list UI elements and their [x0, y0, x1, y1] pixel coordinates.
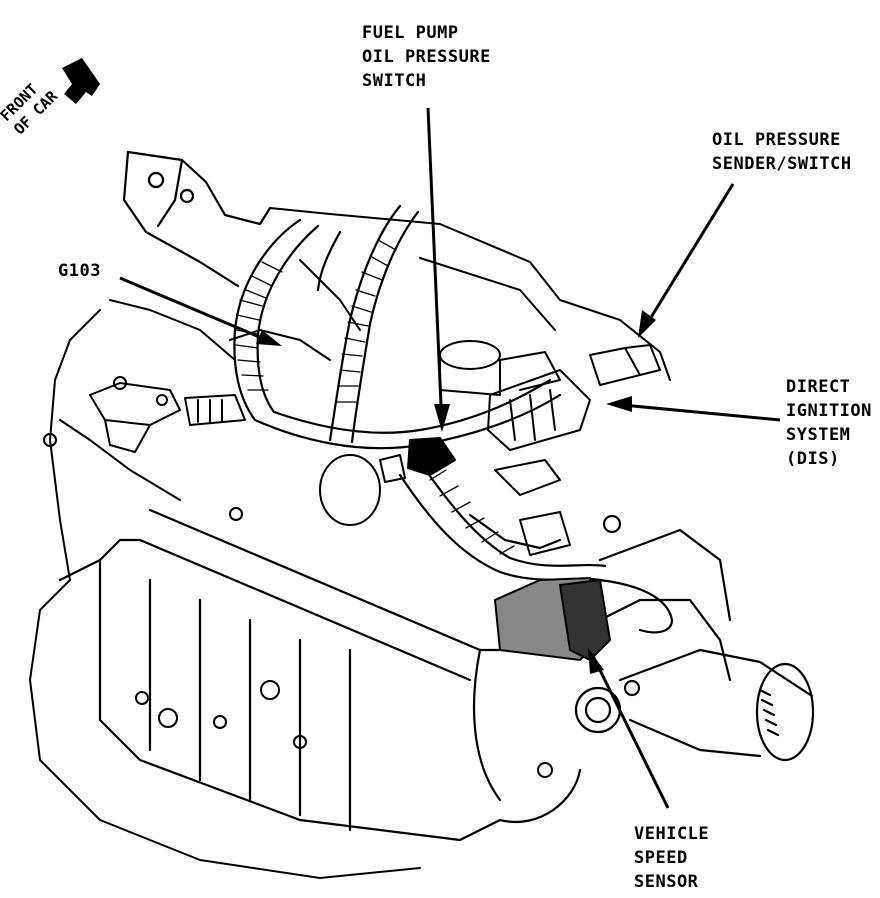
harness-ribs [235, 239, 515, 555]
dis-pointer [611, 402, 781, 422]
fuel-pump-oil-pressure-switch-label: FUEL PUMP OIL PRESSURE SWITCH [362, 23, 491, 91]
front-arrow-icon [62, 58, 100, 104]
left-sensor-bracket [89, 376, 246, 453]
output-shaft [574, 514, 815, 762]
dis-module [487, 369, 591, 556]
oil-pressure-sender-switch-label: OIL PRESSURE SENDER/SWITCH [712, 130, 852, 174]
callout-arrowheads [256, 310, 656, 674]
g103-pointer [119, 276, 277, 346]
direct-ignition-system-label: DIRECT IGNITION SYSTEM (DIS) [786, 377, 872, 469]
callout-lines [119, 107, 781, 809]
oil-sender-pointer [640, 183, 735, 333]
bolts [43, 433, 553, 778]
fuel-pump-switch-pointer [426, 107, 444, 429]
transmission-outline [58, 508, 732, 842]
wiring-harness [233, 204, 674, 634]
g103-label: G103 [58, 261, 101, 281]
bracket-outline [122, 150, 272, 288]
engine-block-outline [29, 207, 671, 879]
oil-pressure-sender [589, 344, 661, 386]
vss-pointer [590, 653, 670, 809]
vehicle-speed-sensor-label: VEHICLE SPEED SENSOR [634, 824, 710, 892]
vss-connector [493, 576, 612, 662]
